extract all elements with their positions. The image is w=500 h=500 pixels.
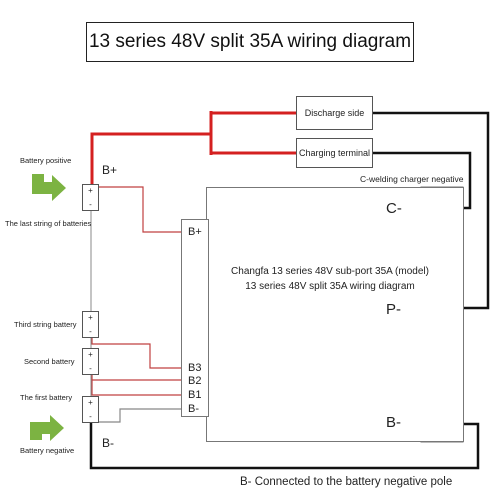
diagram-title: 13 series 48V split 35A wiring diagram xyxy=(86,22,414,62)
p-minus-label: P- xyxy=(386,301,401,318)
last-string-label: The last string of batteries xyxy=(5,219,92,228)
green-arrow-top xyxy=(32,174,66,201)
thin-wire-b2 xyxy=(91,361,181,381)
port-b1-label: B1 xyxy=(188,389,202,401)
battery-plus-sign: + xyxy=(88,350,93,359)
port-b3-label: B3 xyxy=(188,362,202,374)
thin-wire-b3 xyxy=(91,324,181,369)
bplus-wire-label: B+ xyxy=(102,163,118,177)
battery-second: + - xyxy=(82,348,99,375)
c-minus-label: C- xyxy=(386,200,402,217)
red-wire-to-battery xyxy=(90,132,211,184)
bminus-wire-label: B- xyxy=(102,436,114,450)
charging-terminal-box: Charging terminal xyxy=(296,138,373,168)
discharge-side-box: Discharge side xyxy=(296,96,373,130)
battery-plus-sign: + xyxy=(88,313,93,322)
bottom-note: B- Connected to the battery negative pol… xyxy=(240,476,453,488)
battery-minus-sign: - xyxy=(89,412,92,421)
bms-board xyxy=(206,187,464,442)
first-battery-label: The first battery xyxy=(20,393,73,402)
battery-minus-sign: - xyxy=(89,200,92,209)
battery-minus-sign: - xyxy=(89,364,92,373)
battery-last: + - xyxy=(82,184,99,211)
black-wire-bottom xyxy=(89,422,480,470)
third-string-label: Third string battery xyxy=(14,320,77,329)
board-model-text: Changfa 13 series 48V sub-port 35A (mode… xyxy=(231,266,429,277)
battery-plus-sign: + xyxy=(88,186,93,195)
battery-plus-sign: + xyxy=(88,398,93,407)
second-battery-label: Second battery xyxy=(24,357,75,366)
battery-positive-label: Battery positive xyxy=(20,156,72,165)
b-minus-label: B- xyxy=(386,414,401,431)
port-b2-label: B2 xyxy=(188,375,202,387)
board-subtitle-text: 13 series 48V split 35A wiring diagram xyxy=(245,281,415,292)
battery-negative-label: Battery negative xyxy=(20,446,75,455)
c-welding-label: C-welding charger negative xyxy=(360,174,464,184)
thin-wire-b1 xyxy=(91,380,181,396)
port-bminus-label: B- xyxy=(188,403,199,415)
black-wire-discharge xyxy=(372,111,490,310)
thin-wire-bminus xyxy=(99,408,181,423)
battery-first: + - xyxy=(82,396,99,423)
green-arrow-bottom xyxy=(30,415,64,441)
balance-port xyxy=(181,219,209,417)
port-bplus-label: B+ xyxy=(188,226,202,238)
battery-minus-sign: - xyxy=(89,327,92,336)
battery-third: + - xyxy=(82,311,99,338)
thin-wire-bplus xyxy=(99,186,181,233)
